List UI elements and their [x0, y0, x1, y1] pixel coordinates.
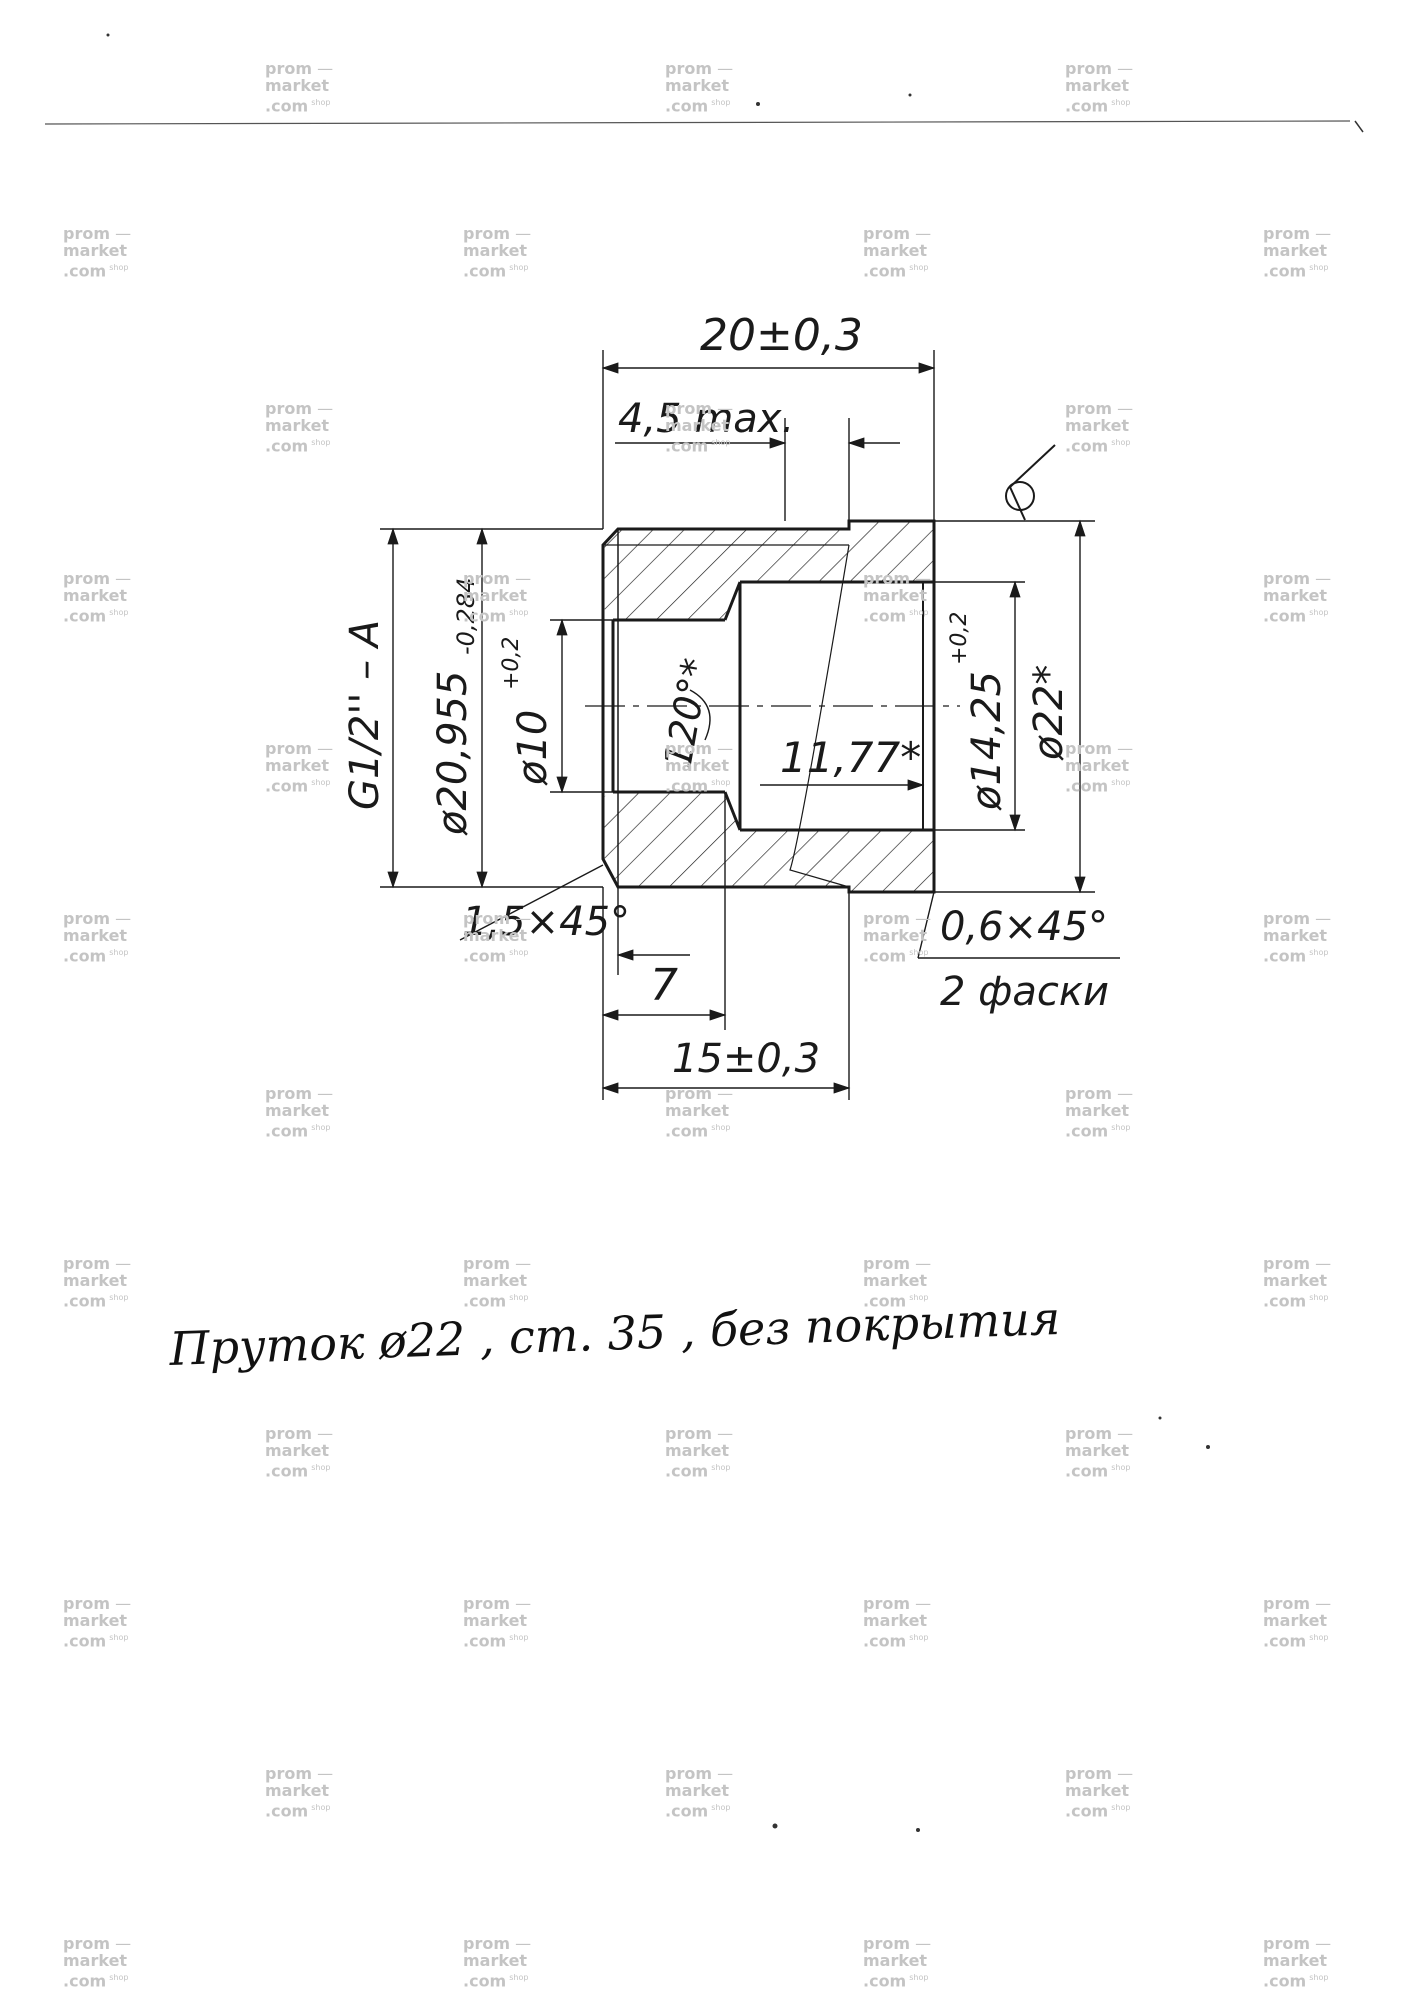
cone-contour — [723, 581, 742, 831]
dim-overall-length — [601, 350, 936, 529]
dim-major-dia-tol-text: -0,284 — [452, 578, 480, 655]
dim-cone-angle-text: 120°* — [656, 655, 719, 771]
material-note: Пруток ø22 , ст. 35 , без покрытия — [167, 1291, 1061, 1376]
dim-bottom-extensions — [602, 792, 850, 1100]
dim-outer-dia-text: ø22* — [1026, 665, 1072, 761]
dim-step15-text: 15±0,3 — [672, 1036, 820, 1082]
scan-specks — [106, 33, 1210, 1832]
roughness-symbol — [1005, 444, 1056, 521]
dim-thread-text: G1/2'' – A — [342, 620, 388, 810]
dim-thread-length-text: 4,5 max. — [618, 396, 794, 442]
dim-bore-tol-text: +0,2 — [499, 637, 524, 690]
dim-bore-text: ø10 — [510, 710, 556, 786]
dim-major-dia-text: ø20,955 — [430, 671, 476, 836]
dim-counterbore-dia-text: ø14,25 — [964, 671, 1010, 811]
lower-wall-hatch — [603, 792, 934, 892]
upper-wall-hatch — [603, 521, 934, 620]
corner-tick — [1354, 120, 1364, 133]
dim-cone-angle-arc — [689, 689, 711, 741]
dim-left-chamfer-leader — [459, 864, 604, 941]
page-top-rule — [44, 120, 1351, 125]
dim-thread-length — [615, 418, 900, 521]
thread-runout — [789, 544, 850, 888]
dim-counterbore-dia-tol-text: +0,2 — [947, 612, 972, 665]
dim-chamfer-count-text: 2 фаски — [940, 969, 1109, 1015]
dim-overall-length-text: 20±0,3 — [700, 310, 863, 361]
dim-step7-text: 7 — [650, 960, 678, 1011]
dim-right-chamfer-text: 0,6×45° — [940, 904, 1108, 950]
dim-left-extensions — [380, 528, 613, 888]
dim-counterbore-depth-text: 11,77* — [780, 733, 921, 782]
dim-left-chamfer-text: 1,5×45° — [462, 899, 630, 945]
